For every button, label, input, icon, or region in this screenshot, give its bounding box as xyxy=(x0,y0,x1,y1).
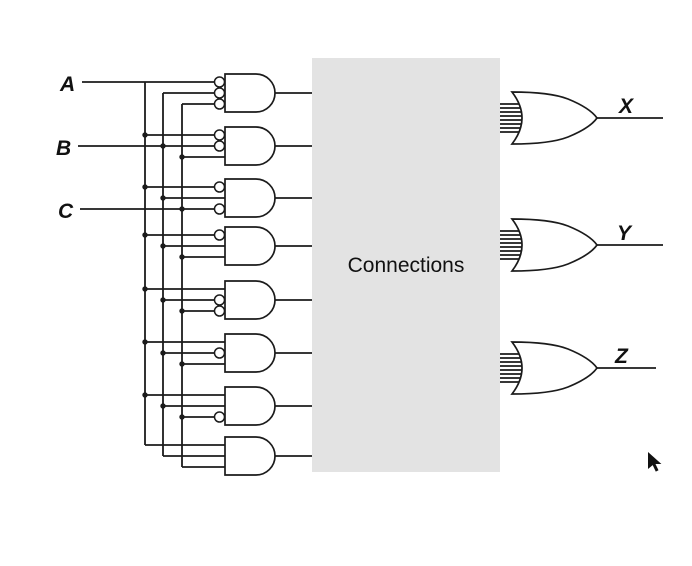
input-label-c: C xyxy=(58,200,74,223)
mouse-cursor-icon xyxy=(648,452,662,472)
or-gate-x: X xyxy=(500,91,663,145)
and-output-wires xyxy=(275,92,312,457)
or-gate-y: Y xyxy=(500,218,663,272)
inversion-bubbles xyxy=(213,76,226,423)
and-gates xyxy=(213,73,312,476)
and-gate-1 xyxy=(224,73,276,113)
and-gate-6 xyxy=(224,333,276,373)
output-label-y: Y xyxy=(617,222,633,245)
input-label-b: B xyxy=(56,137,71,160)
and-gate-8 xyxy=(224,436,276,476)
connections-box-label: Connections xyxy=(348,254,465,277)
or-gate-z-body xyxy=(510,341,599,395)
and-gate-7 xyxy=(224,386,276,426)
connections-box: Connections xyxy=(312,58,500,472)
output-label-z: Z xyxy=(614,345,629,368)
or-gate-x-body xyxy=(510,91,599,145)
output-label-x: X xyxy=(618,95,635,118)
junction-dots xyxy=(142,132,185,420)
and-gate-2 xyxy=(224,126,276,166)
or-gate-y-body xyxy=(510,218,599,272)
and-gate-5 xyxy=(224,280,276,320)
input-label-a: A xyxy=(59,73,75,96)
input-wires: A B C xyxy=(56,73,225,468)
connections-box-rect xyxy=(312,58,500,472)
and-gate-4 xyxy=(224,226,276,266)
and-gate-3 xyxy=(224,178,276,218)
or-gate-z: Z xyxy=(500,341,656,395)
